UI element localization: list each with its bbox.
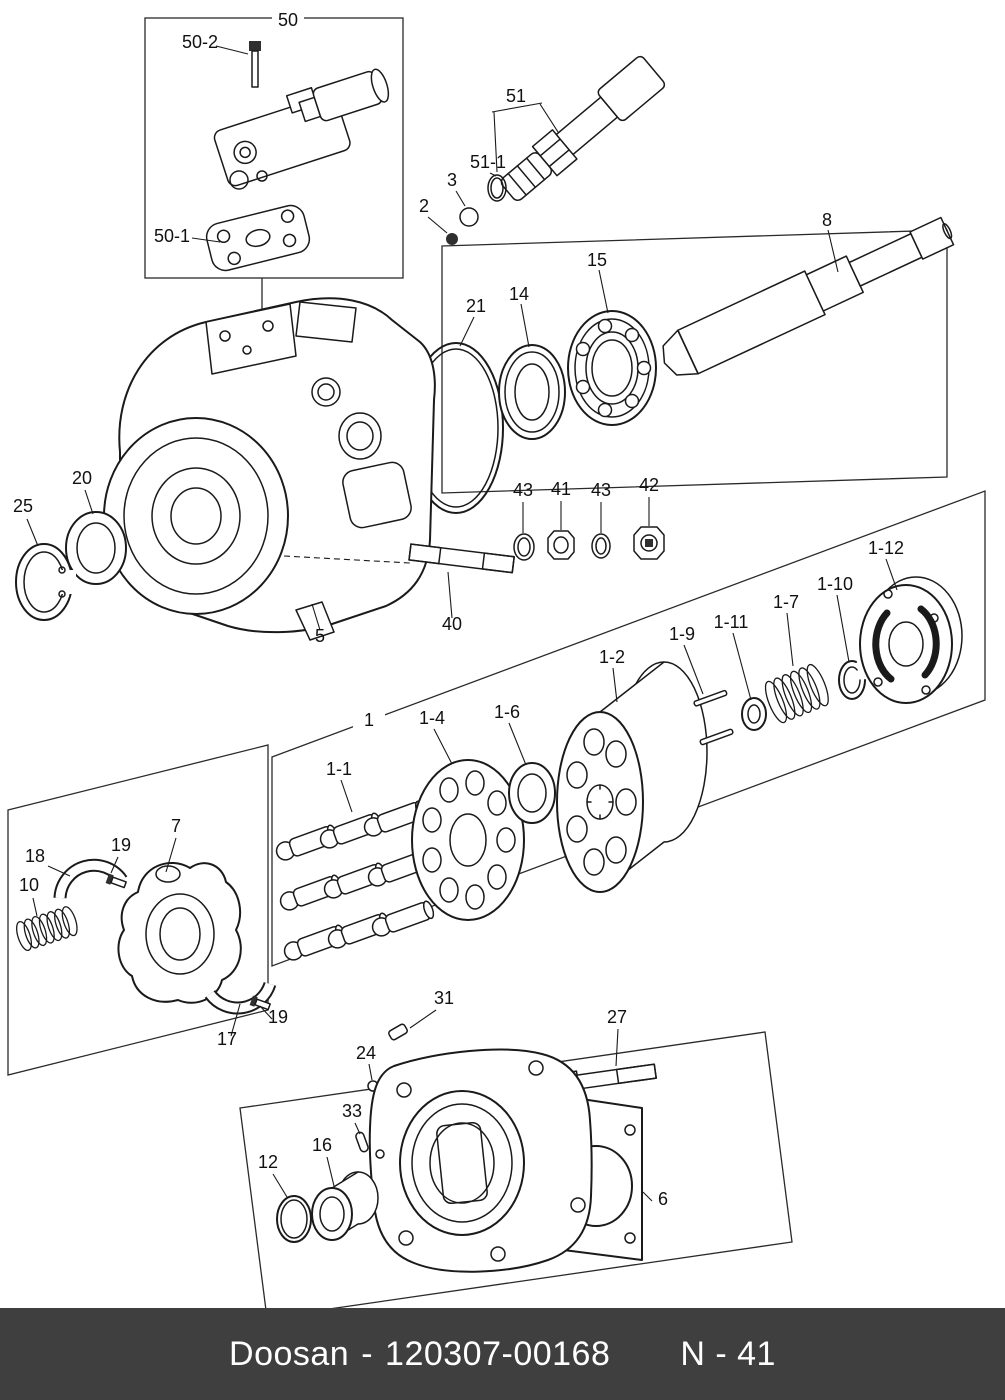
leader-lines: [26, 45, 898, 1202]
callout-3: 3: [447, 170, 457, 190]
callout-17: 17: [217, 1029, 237, 1049]
valve-block-assembly-50: [205, 41, 390, 272]
cylinder-block-1-2: [556, 661, 708, 893]
gasket-plate-50-1: [205, 204, 311, 272]
oring-43b: [591, 533, 611, 559]
callout-21: 21: [466, 296, 486, 316]
bearing-shell-18: [53, 858, 128, 899]
callout-1-6: 1-6: [494, 702, 520, 722]
spring-10: [15, 906, 78, 952]
exploded-diagram: 50 50-2 50-1 51 51-1 3 2 15 14 21 8 20 2…: [7, 10, 986, 1308]
callout-7: 7: [171, 816, 181, 836]
callout-labels: 50 50-2 50-1 51 51-1 3 2 15 14 21 8 20 2…: [13, 10, 904, 1209]
callout-12: 12: [258, 1152, 278, 1172]
callout-40: 40: [442, 614, 462, 634]
retainer-plate-1-4: [411, 759, 525, 921]
callout-20: 20: [72, 468, 92, 488]
callout-1-10: 1-10: [817, 574, 853, 594]
bushing-1-6: [508, 762, 556, 824]
pistons-1-1: [275, 800, 435, 961]
callout-1-9: 1-9: [669, 624, 695, 644]
plug-2: [446, 233, 458, 245]
footer-part-number: 120307-00168: [385, 1334, 611, 1373]
valve-plate-1-12: [859, 576, 963, 704]
callout-14: 14: [509, 284, 529, 304]
callout-1-2: 1-2: [599, 647, 625, 667]
footer-brand: Doosan: [229, 1334, 350, 1373]
callout-1-4: 1-4: [419, 708, 445, 728]
callout-50: 50: [278, 10, 298, 30]
pins-1-9: [693, 689, 734, 746]
callout-16: 16: [312, 1135, 332, 1155]
callout-2: 2: [419, 196, 429, 216]
callout-42: 42: [639, 475, 659, 495]
callout-51: 51: [506, 86, 526, 106]
callout-15: 15: [587, 250, 607, 270]
oring-51-1: [487, 174, 507, 202]
pump-housing-5: [103, 297, 436, 641]
callout-50-1: 50-1: [154, 226, 190, 246]
callout-1: 1: [364, 710, 374, 730]
callout-19a: 19: [111, 835, 131, 855]
group-box-cover: [239, 1031, 793, 1308]
bearing-16: [311, 1171, 379, 1241]
oring-43a: [513, 533, 535, 561]
ball-3: [459, 207, 479, 227]
snap-ring-1-10: [838, 660, 866, 700]
callout-50-2: 50-2: [182, 32, 218, 52]
spring-1-7: [764, 663, 829, 724]
callout-25: 25: [13, 496, 33, 516]
pin-31: [388, 1023, 408, 1041]
seal-14: [498, 344, 566, 440]
callout-1-7: 1-7: [773, 592, 799, 612]
callout-1-12: 1-12: [868, 538, 904, 558]
valve-body-50: [213, 68, 390, 190]
snap-ring-25: [15, 543, 76, 621]
footer-page-number: N - 41: [680, 1334, 776, 1373]
callout-5: 5: [315, 626, 325, 646]
hose-fitting-51: [500, 55, 666, 202]
plug-42: [633, 526, 665, 560]
stud-40: [408, 543, 515, 574]
nut-41: [547, 530, 575, 560]
callout-27: 27: [607, 1007, 627, 1027]
callout-33: 33: [342, 1101, 362, 1121]
bolt-50-2-icon: [249, 41, 261, 88]
footer-separator: -: [361, 1334, 374, 1373]
group-box-1: [271, 490, 986, 967]
callout-10: 10: [19, 875, 39, 895]
footer-part-info: Doosan - 120307-00168: [229, 1335, 610, 1374]
bearing-shell-17: [204, 981, 277, 1015]
swash-plate-7: [117, 862, 242, 1004]
callout-19b: 19: [268, 1007, 288, 1027]
callout-43a: 43: [513, 480, 533, 500]
callout-18: 18: [25, 846, 45, 866]
callout-1-11: 1-11: [714, 612, 749, 632]
callout-31: 31: [434, 988, 454, 1008]
oring-12: [276, 1195, 312, 1243]
drive-shaft-8: [662, 216, 955, 376]
callout-51-1: 51-1: [470, 152, 506, 172]
washer-1-11: [741, 697, 767, 731]
group-box-shaft: [441, 229, 948, 494]
footer-bar: Doosan - 120307-00168 N - 41: [0, 1308, 1005, 1400]
rear-cover-6: [368, 1048, 643, 1273]
callout-43b: 43: [591, 480, 611, 500]
callout-24: 24: [356, 1043, 376, 1063]
bearing-15: [567, 310, 657, 426]
callout-41: 41: [551, 479, 571, 499]
callout-8: 8: [822, 210, 832, 230]
pin-33: [355, 1131, 369, 1153]
seal-20: [65, 511, 127, 585]
callout-6: 6: [658, 1189, 668, 1209]
pin-19a: [105, 873, 127, 889]
callout-1-1: 1-1: [326, 759, 352, 779]
